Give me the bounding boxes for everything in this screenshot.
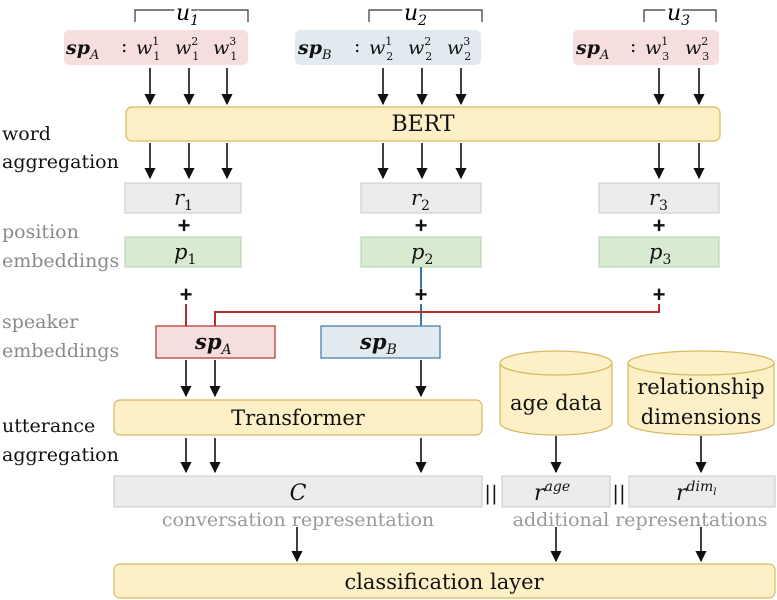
r2-box (360, 182, 482, 214)
conversation-representation-box (113, 475, 483, 508)
concat-1: || (484, 481, 497, 506)
label-position: position (2, 221, 79, 243)
age-representation-label: rage (534, 479, 570, 506)
utterance-1-input (64, 30, 248, 65)
p3-box (598, 236, 720, 268)
label-word: word (2, 123, 51, 145)
p1-box (124, 236, 242, 268)
plus-r1-p1: + (178, 213, 191, 238)
r3-label: r3 (649, 186, 668, 214)
relationship-label-line1: relationship (637, 375, 765, 399)
label-speaker: speaker (2, 311, 79, 333)
label-utterance: utterance (2, 415, 95, 437)
utterance-3-input (573, 30, 719, 65)
age-data-label: age data (510, 391, 602, 415)
speaker-embedding-a (155, 325, 276, 359)
speaker-embedding-a-label: spA (194, 329, 232, 358)
r3-box (598, 182, 720, 214)
classification-input-arrows (291, 527, 707, 563)
conversation-representation-symbol: C (290, 481, 307, 506)
relationship-database (627, 350, 775, 436)
p2-label: p2 (411, 240, 433, 268)
plus-r3-p3: + (653, 213, 666, 238)
r1-box (124, 182, 242, 214)
colon-u3: : (630, 35, 636, 57)
speaker-token-u2: spB (297, 37, 332, 63)
additional-representations-caption: additional representations (513, 509, 768, 531)
p1-label: p1 (174, 240, 196, 268)
classification-layer-label: classification layer (344, 570, 544, 594)
r1-label: r1 (174, 186, 193, 214)
plus-p3-sp: + (653, 282, 666, 307)
classification-layer-block (113, 563, 776, 599)
colon-u2: : (354, 35, 360, 57)
speaker-connections (185, 267, 660, 326)
utterance-label-u2: u2 (404, 1, 427, 29)
relationship-representation-box (628, 475, 776, 508)
relationship-representation-label: rdiml (676, 479, 716, 506)
speaker-token-u1: spA (65, 37, 99, 63)
label-embeddings-spk: embeddings (2, 340, 119, 362)
relationship-label-line2: dimensions (641, 405, 761, 429)
concat-2: || (612, 481, 625, 506)
plus-p2-sp: + (415, 282, 428, 307)
utterance-brace-u1 (134, 9, 249, 22)
bert-block (125, 106, 721, 142)
plus-p1-sp: + (180, 282, 193, 307)
utterance-brace-u2 (368, 9, 483, 22)
bert-label: BERT (391, 112, 454, 137)
p3-label: p3 (649, 240, 671, 268)
transformer-input-arrows (180, 360, 427, 398)
speaker-token-u3: spA (575, 37, 609, 63)
age-data-database (499, 350, 613, 436)
transformer-block (113, 399, 483, 436)
bert-output-arrows (144, 143, 705, 180)
r2-label: r2 (411, 186, 430, 214)
colon-u1: : (121, 35, 127, 57)
input-arrows (144, 68, 705, 106)
speaker-embedding-b (320, 325, 441, 359)
label-aggregation-utt: aggregation (2, 444, 119, 466)
utterance-label-u1: u1 (176, 1, 199, 29)
plus-r2-p2: + (415, 213, 428, 238)
utterance-brace-u3 (643, 9, 717, 22)
transformer-label: Transformer (231, 406, 366, 430)
speaker-embedding-b-label: spB (359, 329, 397, 358)
age-representation-box (501, 475, 611, 508)
label-aggregation: aggregation (2, 151, 119, 173)
p2-box (360, 236, 482, 268)
representation-arrows (180, 436, 707, 474)
label-embeddings-pos: embeddings (2, 250, 119, 272)
utterance-2-input (295, 30, 481, 65)
utterance-label-u3: u3 (667, 1, 690, 29)
conversation-representation-caption: conversation representation (162, 509, 434, 531)
